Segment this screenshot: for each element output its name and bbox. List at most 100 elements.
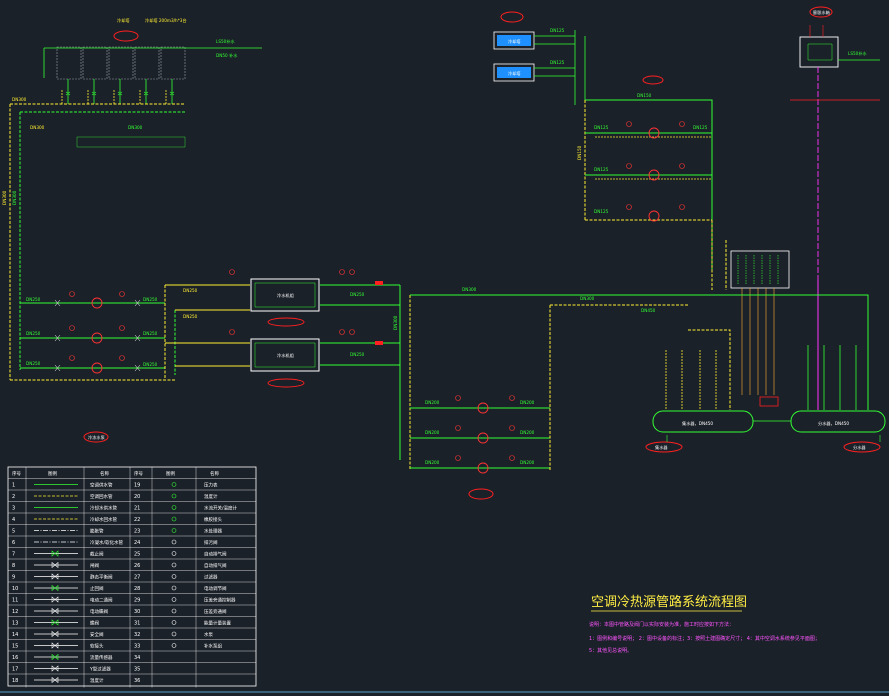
legend-name-right: 自动排气阀 [204,551,227,558]
label-dn300-r1: DN300 [393,315,398,330]
legend-index-left: 17 [12,667,18,673]
legend-name-right: 水泵 [204,631,213,638]
label-dn300-m1: DN300 [462,287,477,292]
legend-index-right: 25 [134,552,140,558]
chiller-2-tag [267,378,305,388]
legend-valve-symbol [51,596,59,603]
legend-right-symbol [171,608,177,614]
legend-right-symbol [171,539,177,545]
tower-cell-4 [134,46,160,80]
legend-symbols [34,482,177,684]
notes-line-2: 5：其他见总说明。 [589,647,632,654]
legend-header-cell: 序号 [12,470,21,477]
chiller-2-inner [254,342,316,368]
legend-valve-symbol [51,550,59,557]
legend-valve-symbol [51,561,59,569]
legend-name-left: 静态平衡阀 [90,574,113,581]
legend-name-left: 冷凝水/软化水管 [90,539,124,546]
legend-index-left: 3 [12,506,15,512]
legend-name-left: 截止阀 [90,551,104,558]
legend-index-left: 12 [12,609,18,615]
legend-index-left: 6 [12,540,15,546]
cooling-pump-1 [91,297,103,309]
legend-name-right: 排污阀 [204,539,218,546]
legend-valve-symbol [51,619,59,626]
label-dn200-4: DN200 [520,400,535,405]
legend-name-left: 冷却水供水管 [90,505,117,512]
chiller-2 [250,338,320,372]
legend-name-left: 流量传感器 [90,654,113,661]
legend-name-right: 压力表 [204,482,218,489]
legend-index-left: 14 [12,632,18,638]
header-drains [666,435,881,442]
heat-source-group: 冷却塔 冷却塔 DN125 DN125 [493,11,664,105]
label-dn300-v2: DN300 [12,190,17,205]
tower-cell-3 [108,46,134,80]
chiller-1-inner [254,282,316,308]
label-dn300-m2: DN300 [580,296,595,301]
hx-pump-1 [648,127,660,139]
legend-index-left: 4 [12,517,15,523]
return-header-tag [645,441,683,453]
expansion-tank-legs [809,25,824,37]
chiller2-cond-lines [165,342,250,367]
legend-index-right: 32 [134,632,140,638]
notes-line-1: 1：图例和编号说明； 2：图中设备的标注；3：按照土建图确定尺寸； 4：其中空调… [589,635,820,642]
legend-name-right: 压差旁通控制器 [204,597,236,604]
label-dn200-3: DN200 [425,460,440,465]
label-dn150-h: DN150 [637,93,652,98]
label-dn250-c2: DN250 [183,314,198,319]
legend-index-left: 11 [12,598,18,604]
label-dn250-p4: DN250 [143,297,158,302]
legend-name-left: 电动蝶阀 [90,608,108,615]
legend-index-right: 21 [134,506,140,512]
hx-to-headers [711,220,727,290]
legend-index-right: 34 [134,655,140,661]
legend-right-symbol [171,528,177,533]
header-return-main [688,329,731,410]
legend-valve-symbol [51,653,59,661]
blue-box-1-label: 冷却塔 [508,38,521,45]
treatment-panel-lines [737,255,779,285]
legend-name-right: 自动排气阀 [204,562,227,569]
label-dn250-c4: DN250 [350,352,365,357]
treatment-red-box [759,396,779,407]
chw-pump-rows: DN200 DN200 DN200 DN200 DN200 DN200 [410,305,551,500]
chw-pump-lines [410,407,550,469]
legend-name-left: 空调供水管 [90,482,113,489]
label-dn250-p1: DN250 [26,297,41,302]
legend-header-cell: 图例 [166,470,175,477]
legend-valve-symbol [51,676,59,684]
legend-index-left: 10 [12,586,18,592]
return-header-label: 集水器，DN450 [682,420,713,427]
label-dn300-c: DN300 [128,125,143,130]
cooling-pump-rows: DN250 DN250 DN250 DN250 DN250 DN250 冷冻水泵 [10,291,175,443]
label-dn250-c1: DN250 [183,288,198,293]
legend-name-right: 水处理器 [204,528,222,535]
legend-index-right: 29 [134,598,140,604]
tower-cell-1 [56,46,82,80]
label-dn450-a: DN450 [641,308,656,313]
legend-right-symbol [171,620,177,625]
blue-box-2-frame [493,63,535,82]
legend-name-left: 止回阀 [90,585,104,592]
hx-rows [585,132,712,176]
return-header-vessel [652,410,754,433]
legend-index-left: 8 [12,563,15,569]
label-dn200-6: DN200 [520,460,535,465]
chiller-1-tag [267,317,305,327]
legend-index-left: 1 [12,483,15,489]
heat-source-risers [574,30,586,105]
makeup-label-2: DN50 补水 [216,52,238,59]
label-dn300-v1: DN300 [2,190,7,205]
chw-pump-2 [477,432,489,444]
notes-heading: 说明：本图中管路及阀门以实际安装为准，施工时应按如下方法： [589,621,734,628]
heat-source-tag-2 [642,75,664,85]
chiller-2-name: 冷水机组 [277,352,294,359]
label-dn125-h4: DN125 [693,125,708,130]
legend-name-right: 压差旁通阀 [204,608,227,615]
legend-index-right: 23 [134,529,140,535]
chw-pump-tag [468,488,494,500]
hx-pump-2 [648,169,660,181]
